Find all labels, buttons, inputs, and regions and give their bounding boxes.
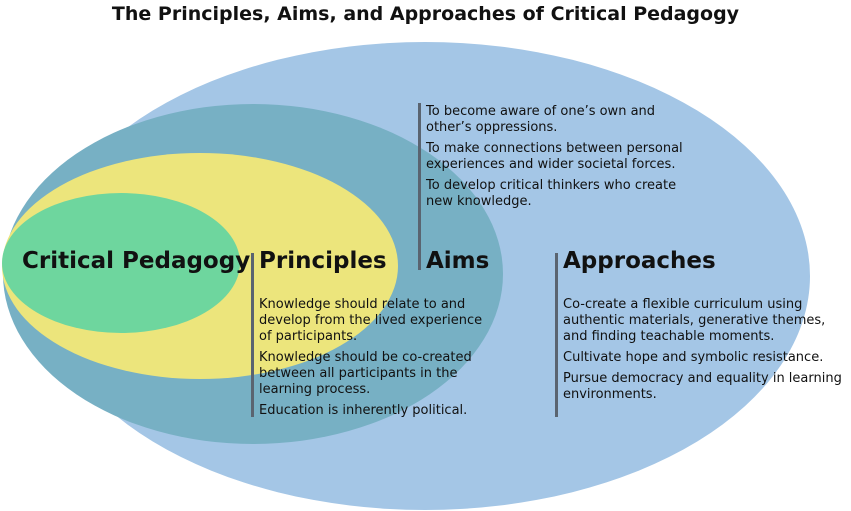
principle-item: Knowledge should be co-created between a… [259, 350, 472, 397]
critical-pedagogy-ellipse [2, 193, 240, 333]
aim-item: To become aware of one’s own and other’s… [426, 104, 656, 135]
approach-item: Pursue democracy and equality in learnin… [563, 371, 842, 402]
principles-heading: Principles [259, 248, 387, 274]
approaches-divider [555, 253, 558, 417]
principle-item: Education is inherently political. [259, 403, 468, 418]
aim-item: To make connections between personal exp… [426, 141, 683, 172]
principles-divider [251, 253, 254, 417]
approach-item: Cultivate hope and symbolic resistance. [563, 350, 824, 365]
approach-item: Co-create a flexible curriculum using au… [563, 297, 826, 344]
aims-list: To become aware of one’s own and other’s… [426, 104, 696, 215]
aim-item: To develop critical thinkers who create … [426, 178, 677, 209]
aims-heading: Aims [426, 248, 490, 274]
principles-list: Knowledge should relate to and develop f… [259, 297, 491, 424]
principle-item: Knowledge should relate to and develop f… [259, 297, 483, 344]
diagram-title: The Principles, Aims, and Approaches of … [111, 3, 740, 25]
approaches-list: Co-create a flexible curriculum using au… [563, 297, 851, 408]
aims-divider [418, 103, 421, 270]
critical-pedagogy-label: Critical Pedagogy [22, 248, 251, 274]
approaches-heading: Approaches [563, 248, 716, 274]
